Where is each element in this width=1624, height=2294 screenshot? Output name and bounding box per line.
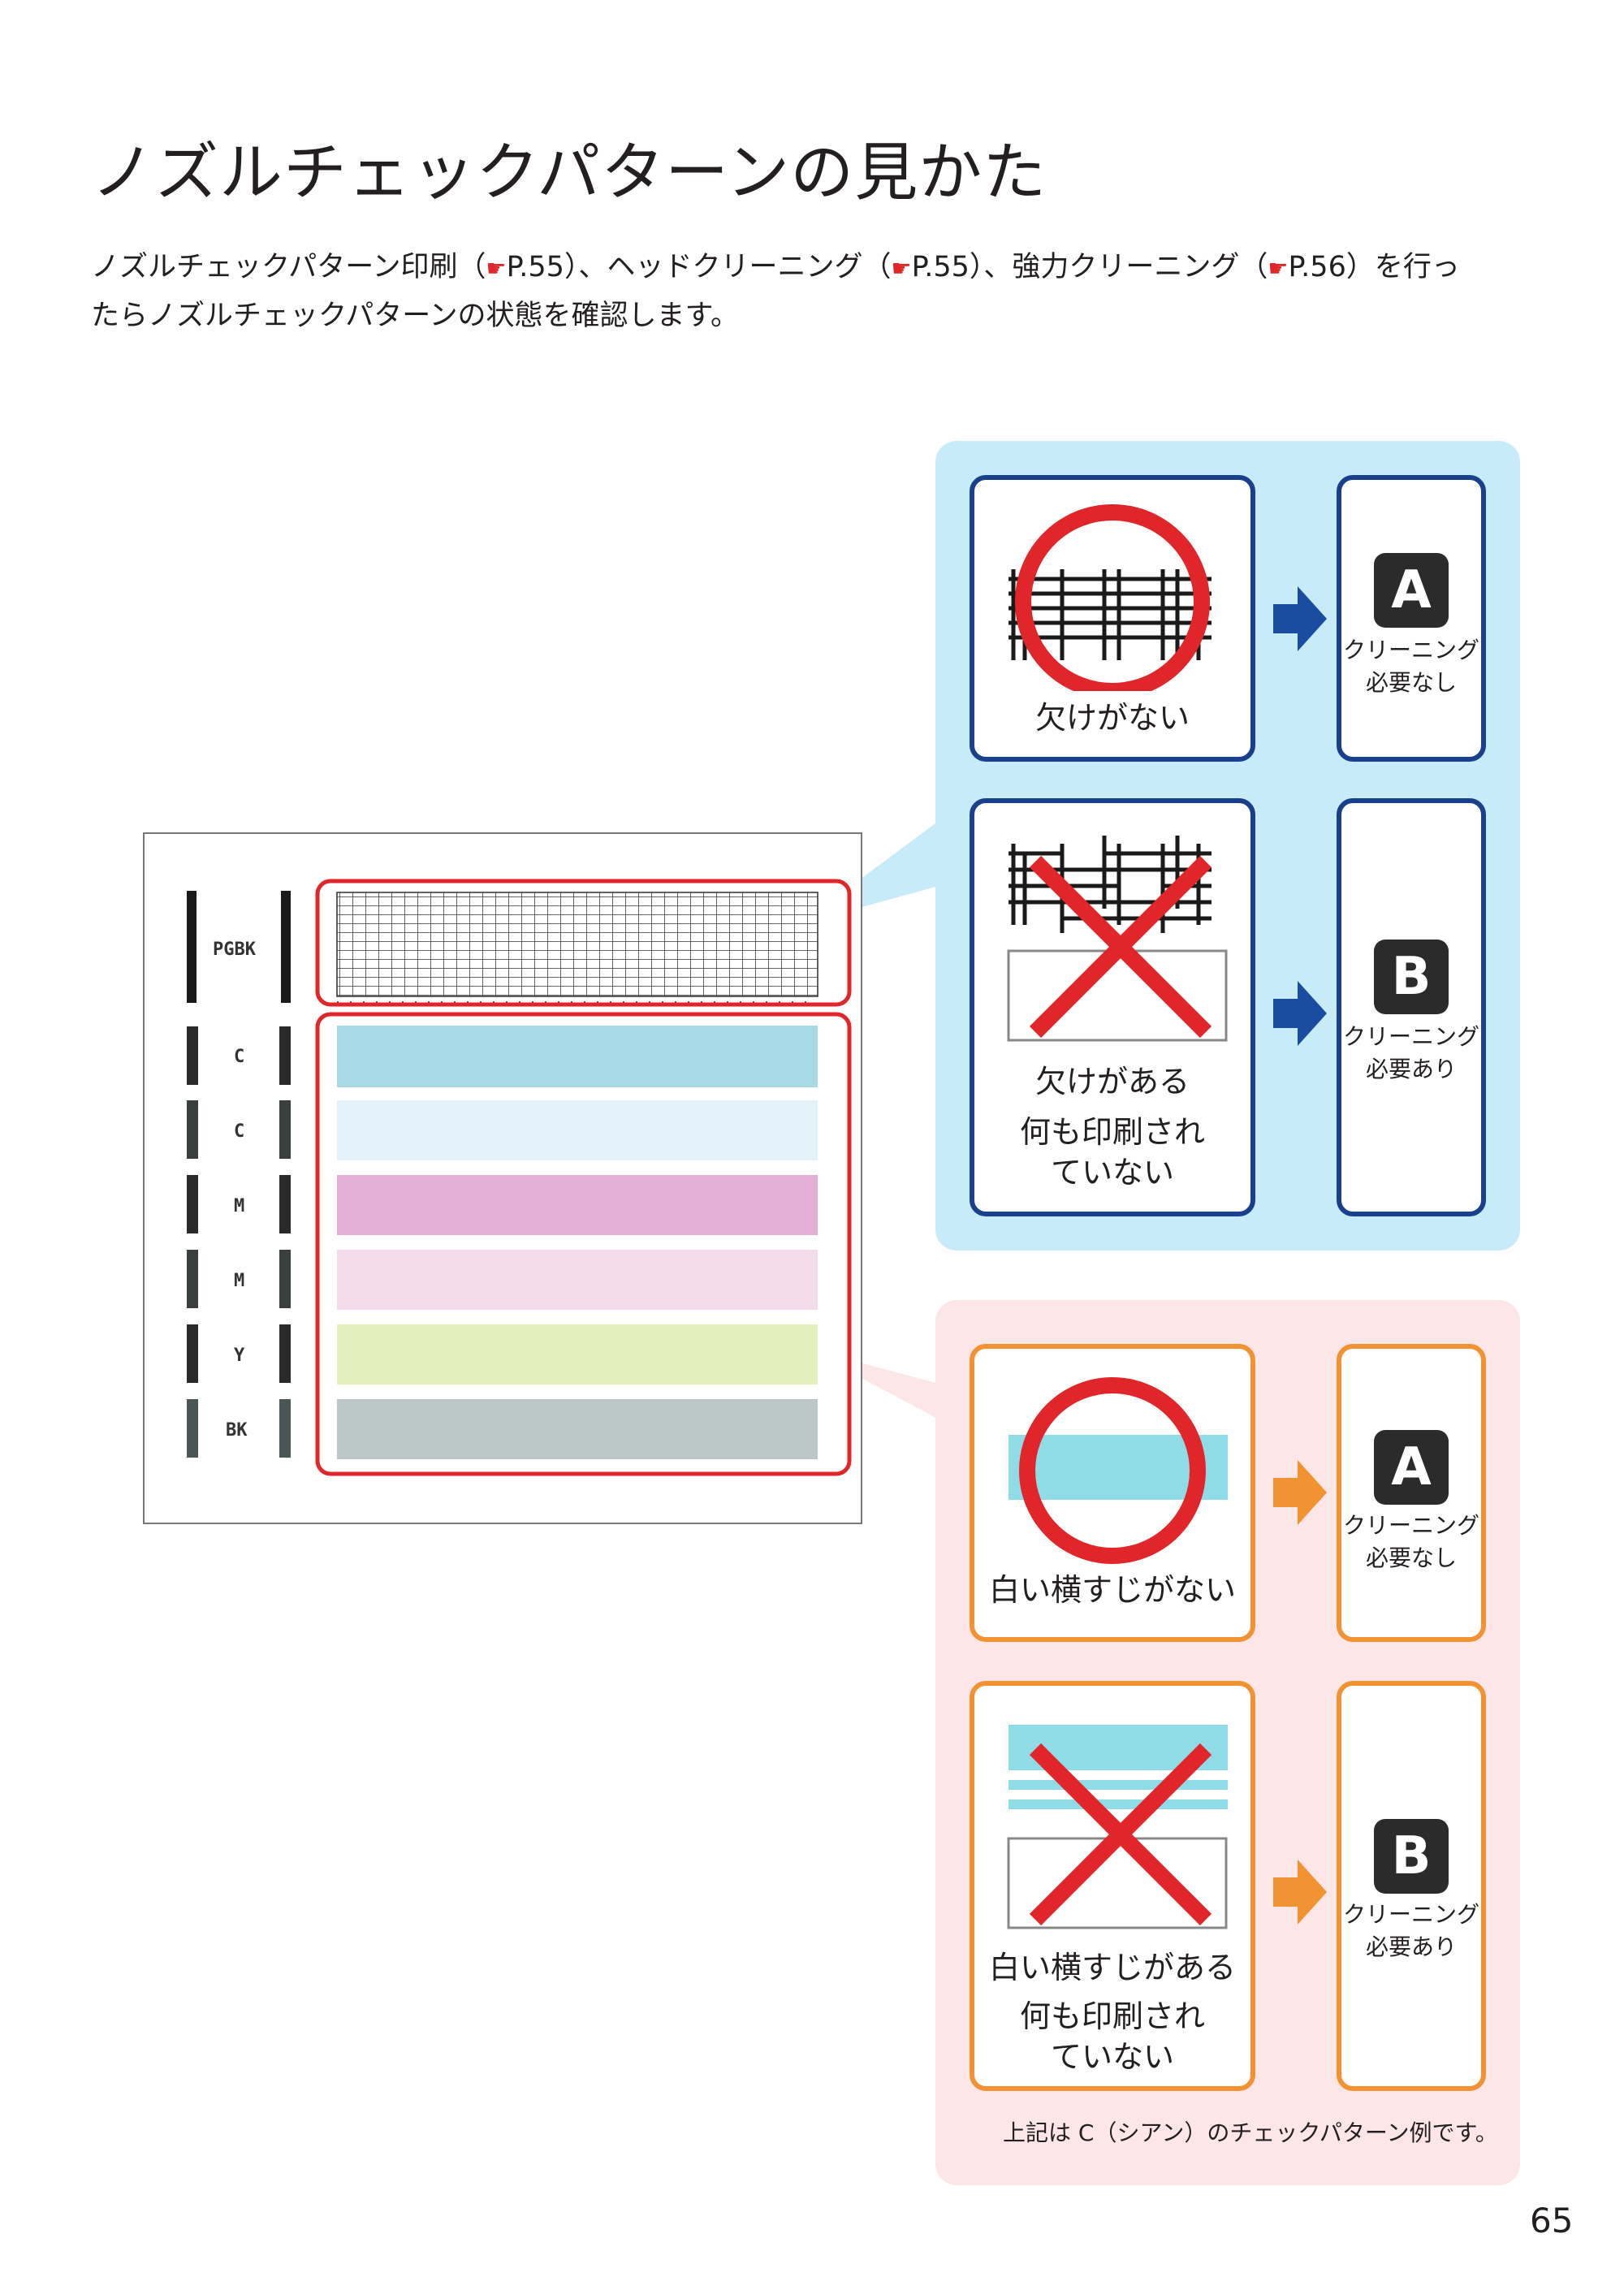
- result-a-line-1: クリーニング: [1342, 637, 1479, 663]
- scan-label-c: C: [234, 1047, 245, 1067]
- intro-segment: ノズルチェックパターン印刷（: [91, 251, 486, 283]
- color-ok-caption: 白い横すじがない: [988, 1572, 1236, 1608]
- ng-caption-line-1: 欠けがある: [1034, 1064, 1190, 1099]
- result-a-badge: A: [1374, 1430, 1449, 1505]
- pgbk-highlight-frame: [315, 879, 852, 1007]
- result-b-badge: B: [1374, 1819, 1449, 1894]
- pgbk-mark-left: [187, 891, 197, 1003]
- intro-line-2: たらノズルチェックパターンの状態を確認します。: [91, 300, 740, 332]
- color-bar-m-dark: [337, 1175, 818, 1235]
- arrow-right-icon: [1273, 586, 1327, 651]
- result-b-badge: B: [1374, 940, 1449, 1014]
- arrow-right-icon: [1273, 981, 1327, 1046]
- result-a-line-2: 必要なし: [1365, 669, 1457, 696]
- scan-label-y: Y: [234, 1346, 245, 1366]
- scan-label-m: M: [234, 1271, 245, 1291]
- arrow-right-icon: [1273, 1860, 1327, 1925]
- nozzle-check-pattern-image: [187, 879, 852, 1476]
- color-ok-card: 白い横すじがない: [970, 1344, 1255, 1642]
- result-a-text: クリーニング 必要なし: [1341, 1510, 1481, 1575]
- intro-segment: ）を行っ: [1345, 251, 1460, 283]
- arrow-right-icon: [1273, 1460, 1327, 1525]
- result-a-line-2: 必要なし: [1365, 1544, 1457, 1571]
- result-b-text: クリーニング 必要あり: [1341, 1021, 1481, 1086]
- ok-circle-icon: [1019, 1377, 1206, 1564]
- color-ng-card: 白い横すじがある 何も印刷され ていない: [970, 1681, 1255, 2091]
- nozzle-check-sample: PGBK C C M M Y BK: [143, 832, 862, 1524]
- result-b-line-2: 必要あり: [1365, 1056, 1457, 1082]
- page-title: ノズルチェックパターンの見かた: [91, 136, 1047, 210]
- pgbk-ng-card: 欠けがある 何も印刷され ていない: [970, 798, 1255, 1216]
- color-bar-m-light: [337, 1250, 818, 1310]
- pointing-hand-icon: ☛: [486, 255, 507, 282]
- result-b-line-1: クリーニング: [1342, 1901, 1479, 1928]
- scan-label-pgbk: PGBK: [213, 940, 256, 960]
- result-a-text: クリーニング 必要なし: [1341, 634, 1481, 699]
- pgbk-grid: [336, 892, 818, 997]
- grid-ng-illustration: [1007, 836, 1228, 1042]
- footnote: 上記は C（シアン）のチェックパターン例です。: [1003, 2119, 1498, 2146]
- result-a-card: A クリーニング 必要なし: [1337, 475, 1486, 762]
- result-b-card: B クリーニング 必要あり: [1337, 1681, 1486, 2091]
- result-a-badge: A: [1374, 553, 1449, 628]
- grid-ok-illustration: [1009, 504, 1212, 691]
- page-reference-link[interactable]: P.55: [506, 251, 564, 283]
- result-b-line-2: 必要あり: [1365, 1933, 1457, 1960]
- bar-ok-illustration: [1009, 1377, 1228, 1564]
- pgbk-ok-card: 欠けがない: [970, 475, 1255, 762]
- pointing-hand-icon: ☛: [891, 255, 912, 282]
- pgbk-ok-caption: 欠けがない: [1034, 700, 1190, 736]
- color-bar-c-dark: [337, 1026, 818, 1087]
- result-a-card: A クリーニング 必要なし: [1337, 1344, 1486, 1642]
- ok-circle-icon: [1015, 504, 1210, 691]
- color-highlight-frame: [315, 1012, 852, 1476]
- pgbk-ng-caption: 欠けがある 何も印刷され ていない: [974, 1061, 1250, 1193]
- ng-cross-icon: [1029, 855, 1212, 1039]
- intro-segment: ）、ヘッドクリーニング（: [564, 251, 892, 283]
- pgbk-mark-right: [281, 891, 291, 1003]
- result-b-line-1: クリーニング: [1342, 1023, 1479, 1050]
- color-ng-caption: 白い横すじがある 何も印刷され ていない: [974, 1947, 1250, 2077]
- intro-segment: ）、強力クリーニング（: [969, 251, 1268, 283]
- ng-caption-line-2: 何も印刷され: [1019, 1998, 1205, 2034]
- intro-text: ノズルチェックパターン印刷（☛P.55）、ヘッドクリーニング（☛P.55）、強力…: [91, 244, 1460, 339]
- result-b-card: B クリーニング 必要あり: [1337, 798, 1486, 1216]
- ng-caption-line-3: ていない: [1050, 2039, 1174, 2075]
- result-a-line-1: クリーニング: [1342, 1512, 1479, 1539]
- ng-caption-line-2: 何も印刷され: [1019, 1114, 1205, 1150]
- bar-ng-illustration: [1007, 1725, 1228, 1929]
- page-reference-link[interactable]: P.56: [1288, 251, 1346, 283]
- color-bar-bk: [337, 1399, 818, 1459]
- page-reference-link[interactable]: P.55: [911, 251, 970, 283]
- page-number: 65: [1530, 2201, 1574, 2240]
- result-b-text: クリーニング 必要あり: [1341, 1899, 1481, 1964]
- ng-caption-line-3: ていない: [1050, 1155, 1174, 1190]
- color-bar-y: [337, 1324, 818, 1385]
- intro-line-1: ノズルチェックパターン印刷（☛P.55）、ヘッドクリーニング（☛P.55）、強力…: [91, 244, 1460, 292]
- scan-label-bk: BK: [226, 1420, 248, 1441]
- scan-label-m: M: [234, 1196, 245, 1216]
- color-bar-c-light: [337, 1100, 818, 1160]
- pointing-hand-icon: ☛: [1268, 255, 1289, 282]
- ng-cross-icon: [1029, 1743, 1212, 1926]
- ng-caption-line-1: 白い横すじがある: [988, 1950, 1236, 1985]
- scan-label-c: C: [234, 1121, 245, 1142]
- side-marks: [187, 1026, 291, 1458]
